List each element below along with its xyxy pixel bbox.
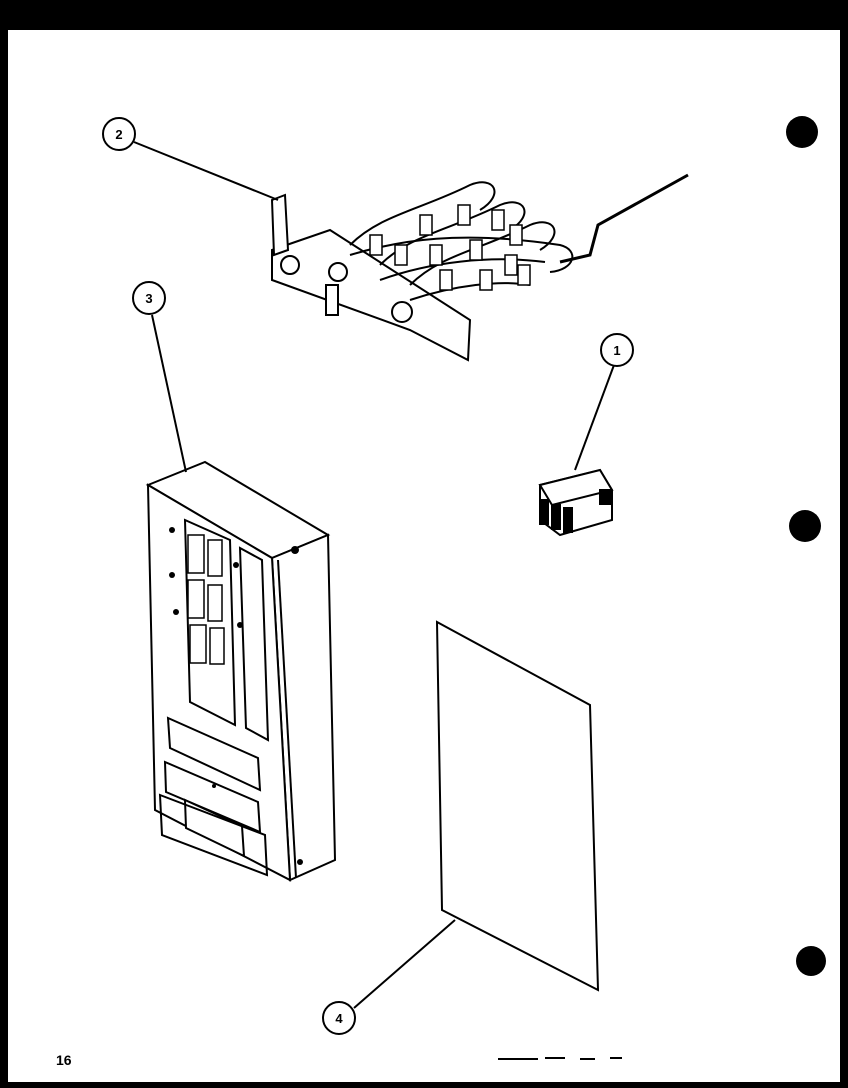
binder-hole-middle xyxy=(789,510,821,542)
callout-1-label: 1 xyxy=(613,343,620,358)
page-number: 16 xyxy=(56,1052,72,1068)
callout-4: 4 xyxy=(322,1001,356,1035)
relay xyxy=(538,468,614,537)
callout-2: 2 xyxy=(102,117,136,151)
callout-4-label: 4 xyxy=(335,1011,343,1026)
leader-line-3 xyxy=(151,314,187,473)
leader-line-2 xyxy=(133,141,279,201)
leader-line-1 xyxy=(574,364,615,471)
callout-1: 1 xyxy=(600,333,634,367)
binder-hole-bottom xyxy=(796,946,826,976)
binder-hole-top xyxy=(786,116,818,148)
scan-noise xyxy=(498,1057,622,1060)
heater-element-assembly xyxy=(270,173,689,362)
leader-line-4 xyxy=(353,919,456,1009)
panel-sheet xyxy=(435,620,600,992)
callout-3: 3 xyxy=(132,281,166,315)
control-box xyxy=(145,460,337,882)
callout-2-label: 2 xyxy=(115,127,122,142)
callout-3-label: 3 xyxy=(145,291,152,306)
